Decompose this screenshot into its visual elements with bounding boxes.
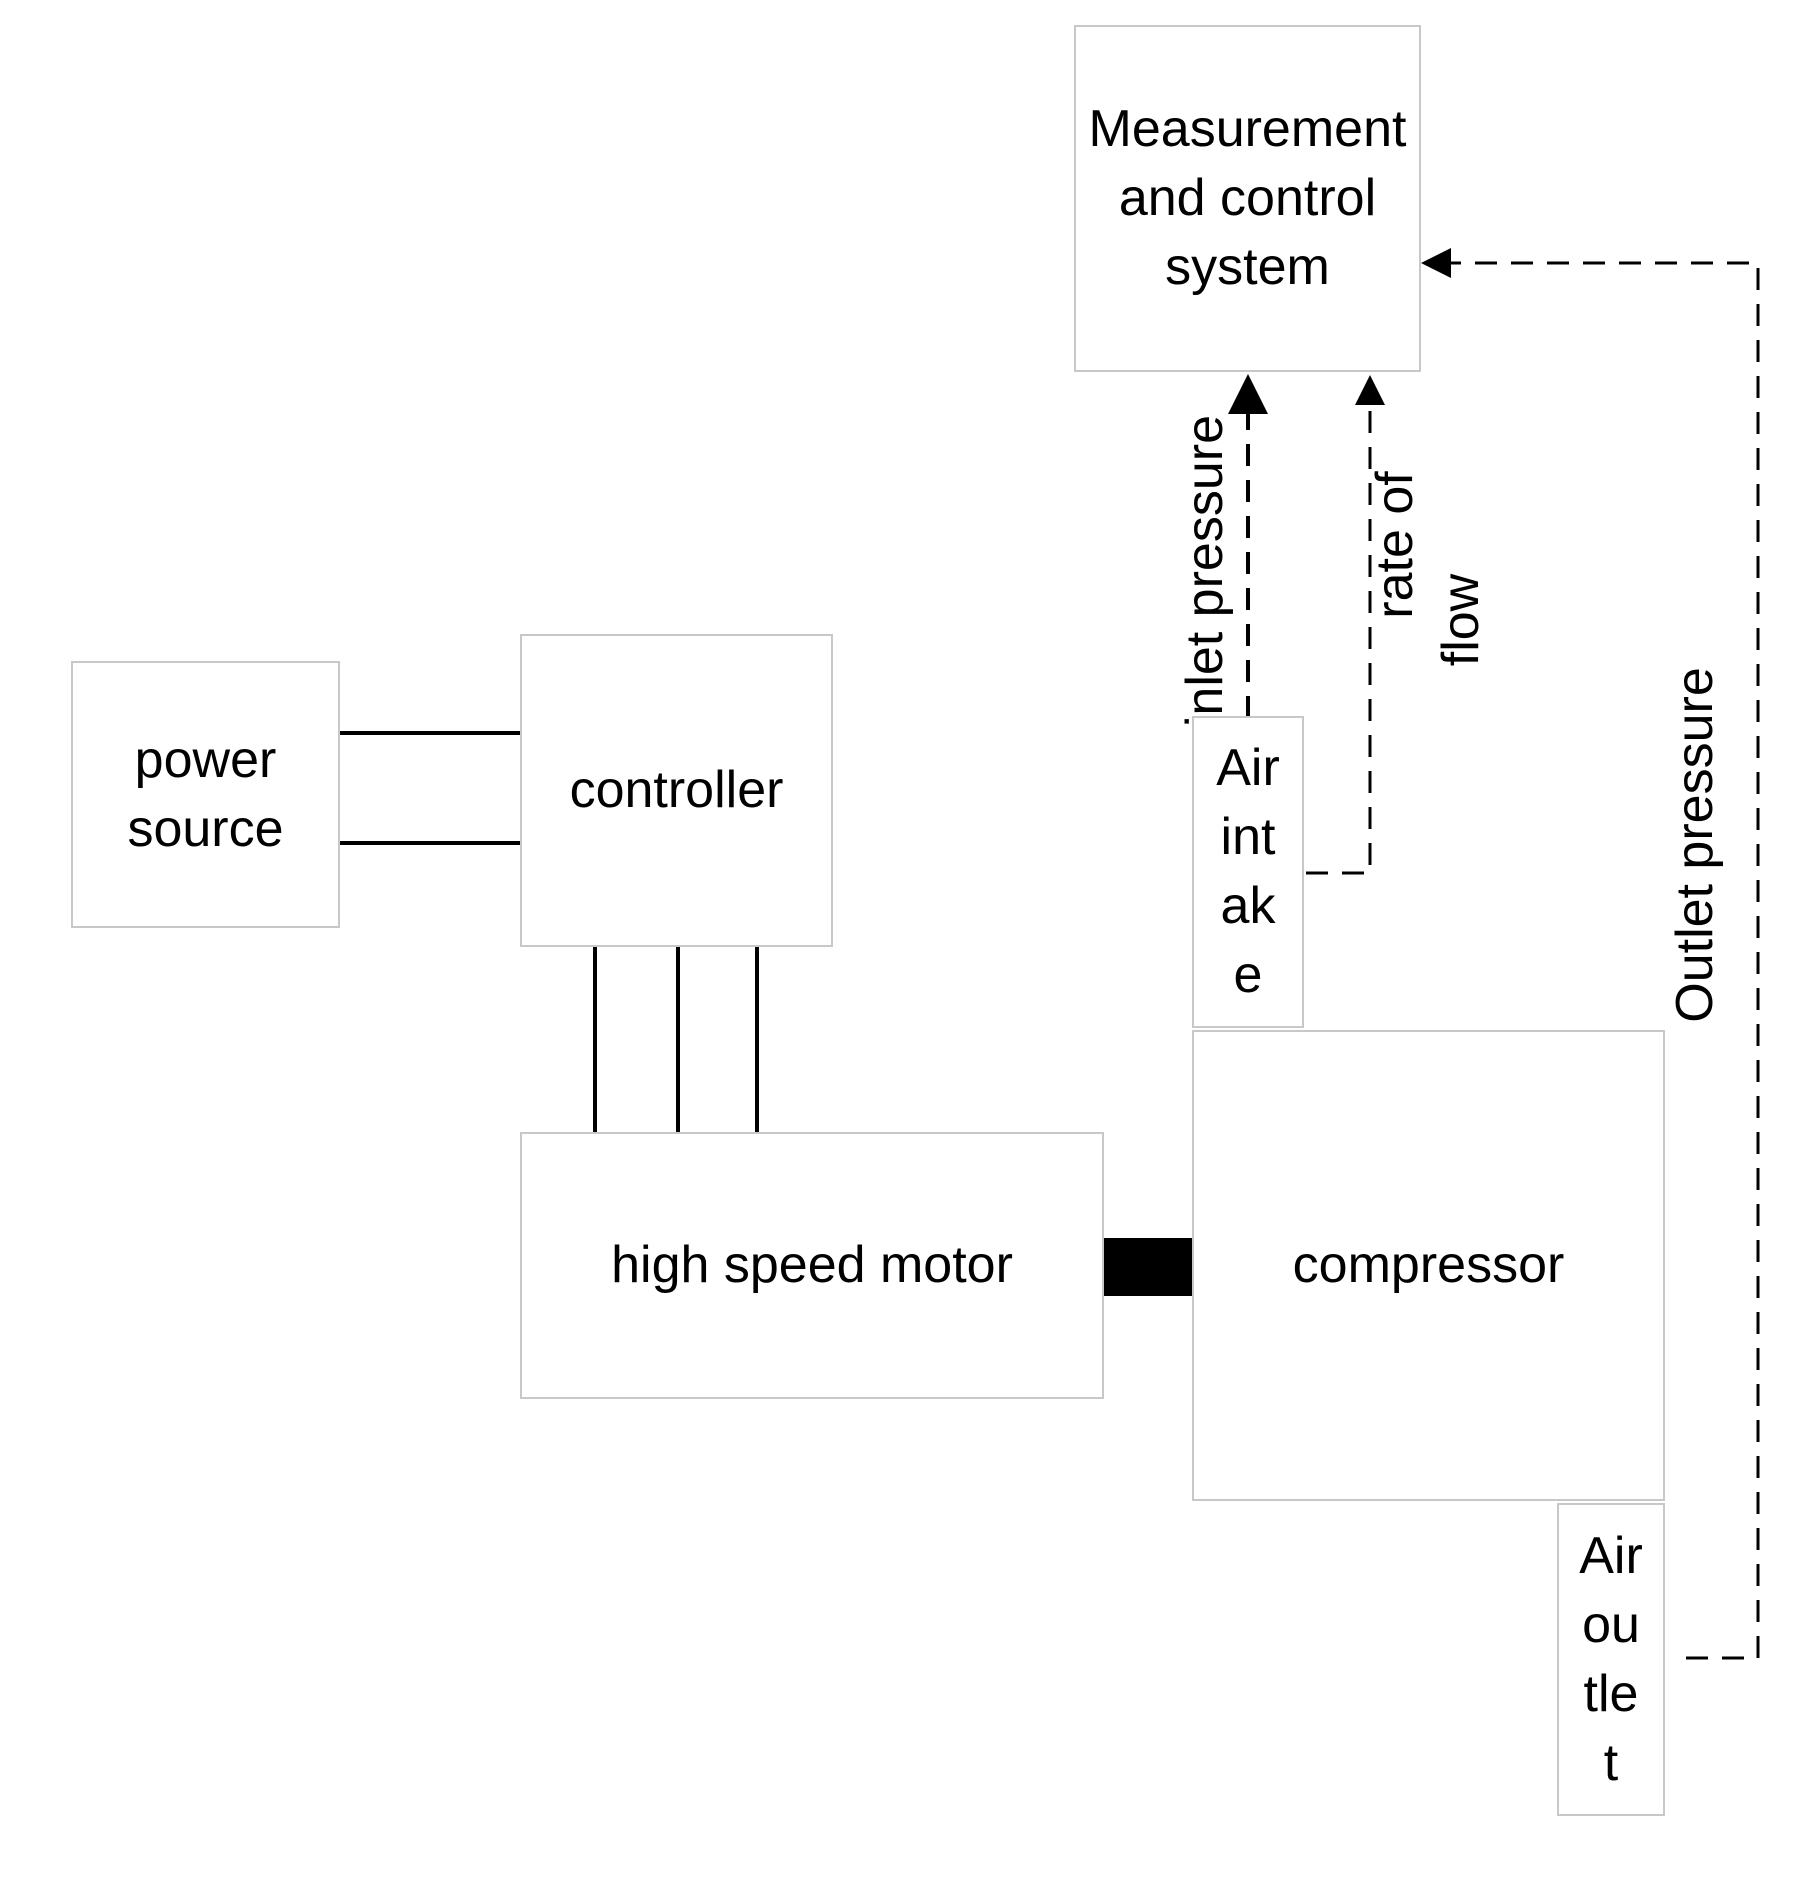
compressor-label: compressor [1292, 1236, 1565, 1294]
flow-label-line2: flow [1432, 573, 1490, 666]
power-source-label: power source [127, 730, 284, 858]
measurement-label: Measurement and control system [1088, 100, 1407, 296]
air-intake-block: Air intake [1192, 716, 1304, 1028]
shaft-coupling [1104, 1238, 1194, 1296]
outlet-pressure-label: Outlet pressure [1666, 667, 1724, 1023]
air-outlet-label: Air outlet [1579, 1526, 1643, 1792]
high-speed-motor-block: high speed motor [520, 1132, 1104, 1399]
controller-block: controller [520, 634, 833, 947]
air-outlet-block: Air outlet [1557, 1503, 1665, 1816]
air-intake-label: Air intake [1216, 739, 1280, 1004]
power-source-block: power source [71, 661, 340, 928]
flow-label-line1: rate of [1366, 471, 1424, 619]
controller-label: controller [569, 761, 784, 819]
outlet-pressure-path [1421, 248, 1760, 1660]
flow-signal-path [1306, 375, 1385, 875]
measurement-control-block: Measurement and control system [1074, 25, 1421, 372]
motor-label: high speed motor [611, 1236, 1013, 1294]
inlet-pressure-label: inlet pressure [1176, 415, 1234, 727]
compressor-block: compressor [1192, 1030, 1665, 1501]
